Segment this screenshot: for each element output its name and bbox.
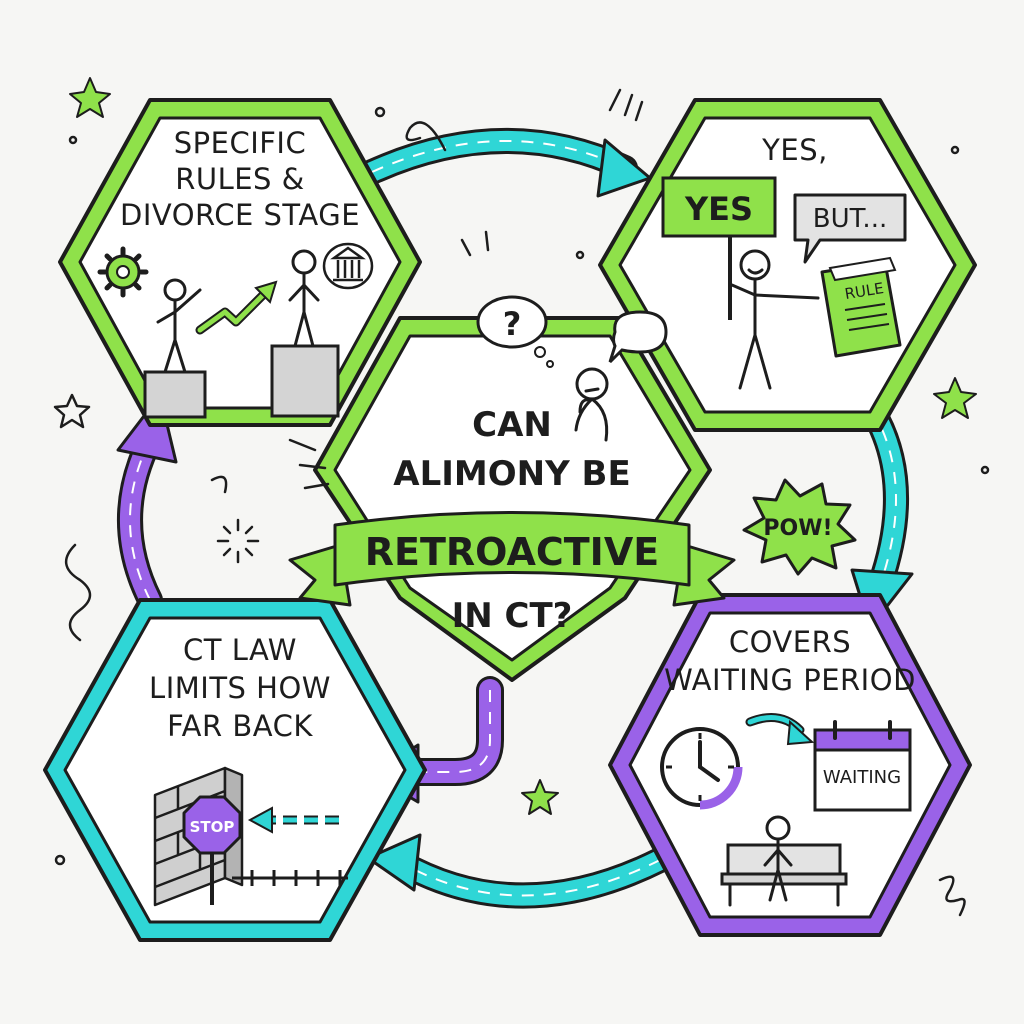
top-left-line-1: SPECIFIC: [174, 126, 307, 160]
retroactive-banner: RETROACTIVE: [288, 511, 736, 607]
speech-bubble-text: BUT...: [813, 204, 887, 234]
bottom-left-line-2: LIMITS HOW: [149, 671, 331, 705]
star-decoration-top-left: [69, 77, 111, 118]
hex-bottom-left: CT LAW LIMITS HOW FAR BACK STOP: [43, 598, 427, 942]
hex-bottom-right: COVERS WAITING PERIOD WAITING: [608, 593, 972, 937]
courthouse-icon: [322, 242, 374, 290]
stop-sign-label: STOP: [190, 818, 235, 836]
center-line-3: IN CT?: [452, 596, 573, 636]
rule-book-icon: RULE: [820, 256, 902, 358]
hex-center: ? CAN ALIMONY BE IN CT?: [313, 295, 712, 682]
bottom-right-line-2: WAITING PERIOD: [664, 663, 916, 697]
arrow-top-cyan: [359, 127, 652, 198]
yes-sign: YES: [661, 176, 777, 320]
pow-text: POW!: [763, 516, 832, 541]
podium-figures-icon: [143, 249, 340, 419]
star-decoration-left: [53, 393, 91, 429]
bottom-left-line-1: CT LAW: [183, 633, 297, 667]
top-left-line-2: RULES &: [175, 162, 305, 196]
gear-icon: [97, 246, 149, 298]
top-right-title: YES,: [761, 133, 828, 167]
doodle-lines: [54, 88, 990, 917]
speech-bubble: BUT...: [793, 193, 907, 264]
empty-speech-bubble: [608, 310, 668, 364]
bottom-left-line-3: FAR BACK: [167, 709, 313, 743]
arrow-bottom-cyan: [366, 833, 673, 909]
stick-figure-pointing: [730, 249, 820, 390]
rule-book-label: RULE: [843, 279, 885, 303]
small-back-arrow-icon: [247, 806, 345, 834]
yes-sign-label: YES: [684, 190, 753, 228]
stop-sign-icon: STOP: [182, 795, 242, 905]
trend-up-arrow-icon: [195, 280, 278, 335]
center-line-1: CAN: [472, 405, 552, 445]
hex-top-right: YES, YES BUT... RULE: [598, 98, 977, 432]
bottom-right-line-1: COVERS: [729, 625, 851, 659]
arrow-left-purple: [116, 393, 178, 613]
hex-top-left: SPECIFIC RULES & DIVORCE STAGE: [58, 98, 422, 427]
small-cyan-arrow-icon: [745, 713, 815, 746]
banner-text: RETROACTIVE: [365, 530, 659, 574]
sparkle-burst-decoration: [216, 518, 260, 564]
timeline-icon: [232, 870, 348, 886]
pow-burst: POW!: [742, 478, 857, 576]
top-left-line-3: DIVORCE STAGE: [120, 198, 360, 232]
star-decoration-right: [933, 377, 977, 419]
center-line-2: ALIMONY BE: [393, 454, 630, 494]
star-decoration-bottom: [521, 779, 559, 815]
thinking-person-icon: [574, 367, 609, 442]
clock-icon: [660, 727, 743, 810]
calendar-icon: WAITING: [813, 720, 912, 812]
bench-person-icon: [720, 815, 848, 907]
thought-question-mark: ?: [503, 305, 522, 343]
calendar-label: WAITING: [823, 767, 901, 788]
thought-bubble: ?: [476, 295, 554, 368]
